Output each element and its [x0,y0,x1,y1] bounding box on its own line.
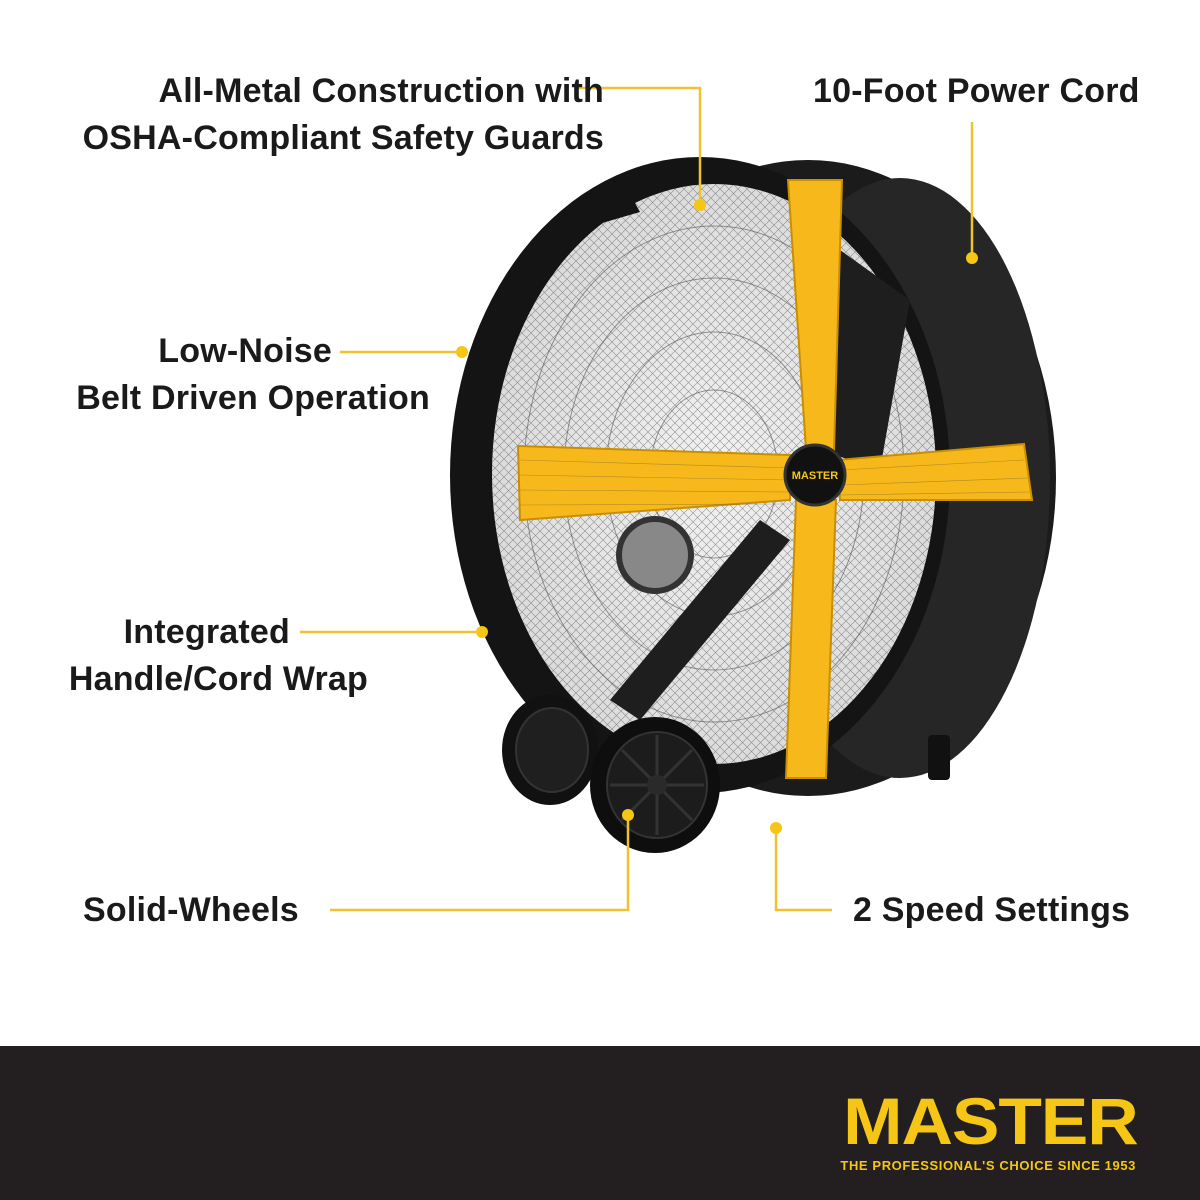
callout-leader-lines [300,86,978,912]
callout-low-noise: Low-Noise Belt Driven Operation [76,328,430,422]
fan-blades [516,179,1034,779]
callout-handle: Integrated Handle/Cord Wrap [69,609,368,703]
fan-rear-foot [928,735,950,780]
leader-speed [774,828,832,912]
fan-top-bracket [820,250,910,470]
dot-handle [476,626,488,638]
callout-speed-line1: 2 Speed Settings [853,891,1131,929]
brand-logo: MASTER [843,1084,1140,1158]
dot-construction [694,199,706,211]
callout-power-cord: 10-Foot Power Cord [813,68,1140,115]
fan-motor [616,516,694,594]
callout-wheels: Solid-Wheels [83,887,299,934]
fan-hub [783,443,847,507]
dot-low-noise [456,346,468,358]
callout-low-noise-line2: Belt Driven Operation [76,379,430,417]
fan-handle [582,194,640,226]
fan-motor-bracket [610,520,790,720]
callout-handle-line1: Integrated [123,613,290,651]
callout-power-cord-line1: 10-Foot Power Cord [813,72,1140,110]
callout-speed: 2 Speed Settings [853,887,1130,934]
callout-construction: All-Metal Construction with OSHA-Complia… [83,68,604,162]
fan-hub-label: MASTER [792,470,839,482]
callout-wheels-line1: Solid-Wheels [83,891,299,929]
brand-footer: MASTER THE PROFESSIONAL'S CHOICE SINCE 1… [0,1046,1200,1200]
dot-wheels [622,809,634,821]
callout-construction-line2: OSHA-Compliant Safety Guards [82,119,604,157]
rear-wheel [502,695,598,805]
fan-illustration: MASTER [450,157,1056,853]
dot-power-cord [966,252,978,264]
callout-construction-line1: All-Metal Construction with [158,72,604,110]
callout-handle-line2: Handle/Cord Wrap [68,660,368,698]
leader-wheels [330,815,630,912]
leader-construction [578,86,702,205]
callout-low-noise-line1: Low-Noise [158,332,332,370]
dot-speed [770,822,782,834]
fan-blade-mesh [519,459,1031,506]
brand-tagline: THE PROFESSIONAL'S CHOICE SINCE 1953 [840,1158,1136,1173]
